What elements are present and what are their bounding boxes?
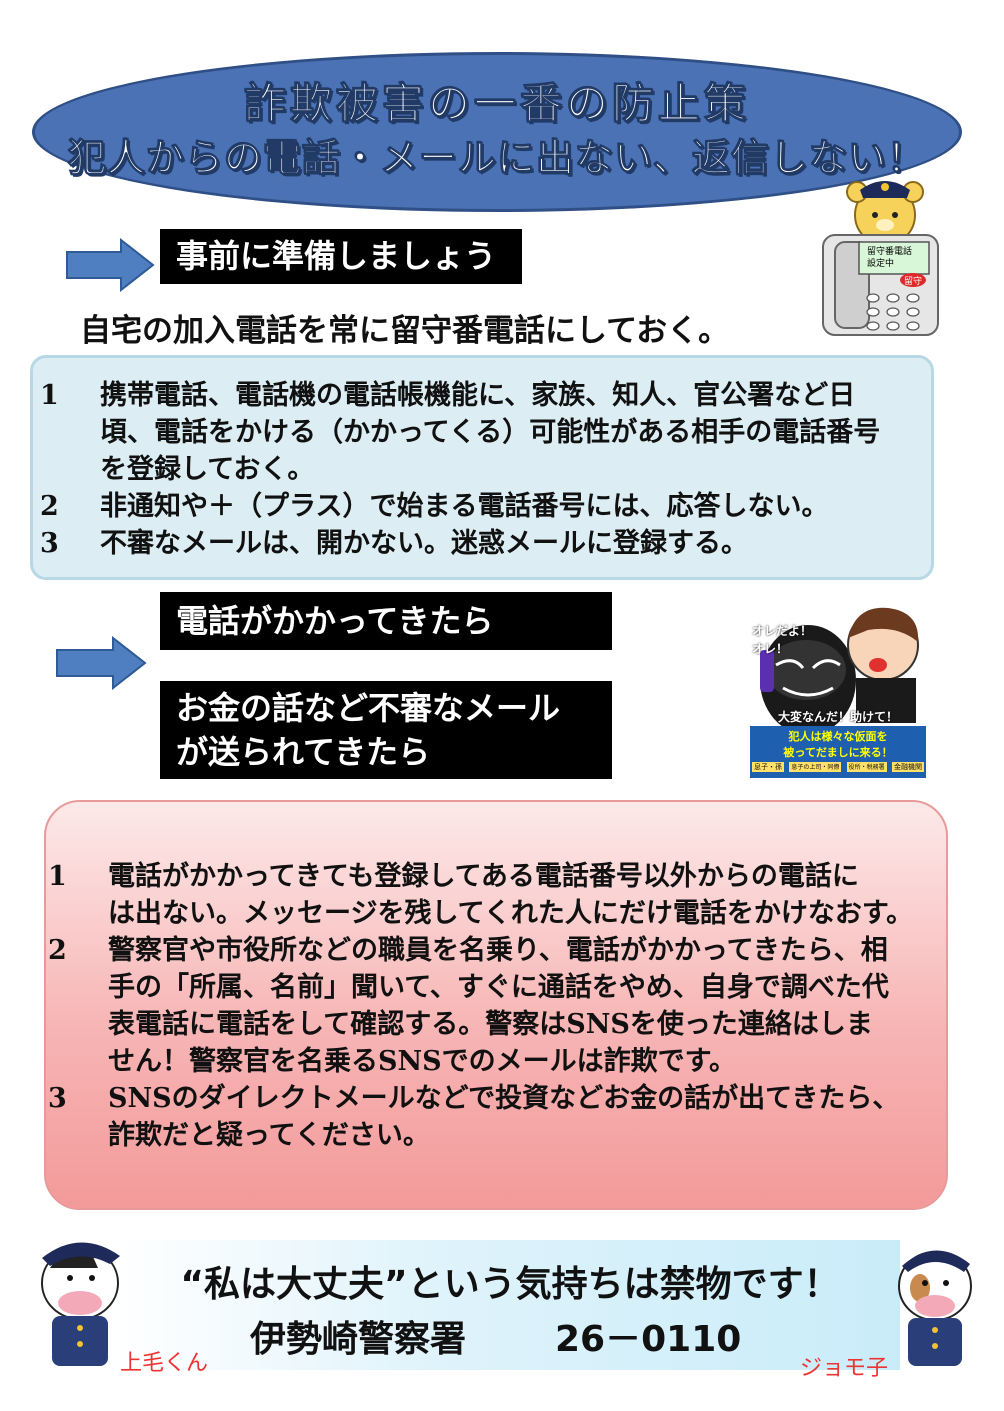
- phone-display-line1: 留守番電話: [867, 245, 912, 257]
- caption-text: 犯人は様々な仮面を: [788, 730, 888, 743]
- tag-badge: 金融機関: [891, 762, 924, 772]
- item-line: 手の「所属、名前」聞いて、すぐに通話をやめ、自身で調べた代: [108, 972, 889, 1003]
- mail-heading-line1: お金の話など不審なメール: [176, 689, 561, 727]
- mascot-right-name: ジョモ子: [800, 1356, 889, 1381]
- arrow-right-icon: [66, 238, 155, 292]
- item-line: 携帯電話、電話機の電話帳機能に、家族、知人、官公署など日: [100, 380, 856, 411]
- item-line: 非通知や＋（プラス）で始まる電話番号には、応答しない。: [100, 491, 829, 522]
- item-number: 3: [48, 1083, 67, 1114]
- prepare-list-box: [30, 355, 934, 580]
- item-line: 詐欺だと疑ってください。: [108, 1120, 430, 1151]
- title-banner: 詐欺被害の一番の防止策 犯人からの電話・メールに出ない、返信しない！: [32, 52, 962, 212]
- call-heading: 電話がかかってきたら: [160, 592, 612, 650]
- caption-text: 被ってだましに来る！: [783, 746, 893, 759]
- item-line: せん！警察官を名乗るSNSでのメールは詐欺です。: [108, 1046, 736, 1077]
- item-line: は出ない。メッセージを残してくれた人にだけ電話をかけなおす。: [108, 898, 914, 929]
- scam-call-illustration: オレだよ！ オレ！ 大変なんだ！助けて！ 犯人は様々な仮面を 被ってだましに来る…: [748, 590, 928, 780]
- footer-banner: [120, 1240, 900, 1370]
- item-line: 表電話に電話をして確認する。警察はSNSを使った連絡はしま: [108, 1009, 873, 1040]
- speech-text: オレだよ！: [752, 624, 813, 638]
- answering-machine-illustration: 留守番電話 設定中 留守: [822, 181, 939, 336]
- jomoko-mascot-icon: [898, 1250, 972, 1366]
- keypad-icon: [866, 293, 920, 331]
- item-line: を登録しておく。: [100, 454, 315, 485]
- jomo-kun-mascot-icon: [41, 1242, 120, 1366]
- item-number: 1: [40, 380, 59, 411]
- phone-button-label: 留守: [904, 275, 922, 287]
- item-line: SNSのダイレクトメールなどで投資などお金の話が出てきたら、: [108, 1083, 900, 1114]
- tag-badge: 役所・税務署: [846, 762, 887, 772]
- item-line: 頃、電話をかける（かかってくる）可能性がある相手の電話番号: [100, 417, 881, 448]
- caption-text: 大変なんだ！助けて！: [778, 710, 899, 724]
- slogan: “私は大丈夫”という気持ちは禁物です！: [180, 1264, 840, 1305]
- item-number: 1: [48, 861, 67, 892]
- page-subtitle: 犯人からの電話・メールに出ない、返信しない！: [67, 136, 926, 181]
- prepare-heading: 事前に準備しましょう: [160, 229, 522, 284]
- tag-badge: 息子・孫: [752, 762, 784, 772]
- police-bear-icon: [846, 181, 924, 246]
- tag-badge: 息子の上司・同僚: [789, 762, 842, 772]
- home-phone-tip: 自宅の加入電話を常に留守番電話にしておく。: [80, 313, 730, 349]
- mail-heading-line2: が送られてきたら: [176, 733, 431, 771]
- caption-panel: 犯人は様々な仮面を 被ってだましに来る！ 息子・孫 息子の上司・同僚 役所・税務…: [750, 726, 926, 778]
- response-list-box: [44, 800, 948, 1210]
- item-number: 3: [40, 528, 59, 559]
- phone-display-line2: 設定中: [867, 257, 894, 269]
- mail-heading: お金の話など不審なメール が送られてきたら: [160, 681, 612, 779]
- item-number: 2: [48, 935, 67, 966]
- police-phone-number: 26－0110: [555, 1319, 742, 1360]
- item-number: 2: [40, 491, 59, 522]
- item-line: 警察官や市役所などの職員を名乗り、電話がかかってきたら、相: [108, 935, 888, 966]
- item-line: 不審なメールは、開かない。迷惑メールに登録する。: [100, 528, 748, 559]
- arrow-right-icon: [56, 636, 147, 690]
- police-station-name: 伊勢崎警察署: [250, 1319, 467, 1360]
- speech-text: オレ！: [752, 642, 789, 656]
- item-line: 電話がかかってきても登録してある電話番号以外からの電話に: [108, 861, 859, 892]
- page-title: 詐欺被害の一番の防止策: [243, 79, 750, 129]
- mascot-left-name: 上毛くん: [120, 1351, 209, 1376]
- masked-caller-icon: [760, 607, 919, 735]
